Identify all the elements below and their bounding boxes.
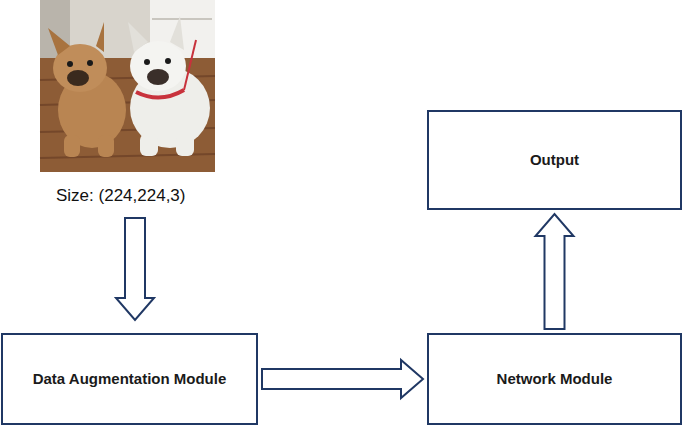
dog-ears (48, 22, 104, 55)
block-arrow (536, 214, 574, 329)
dog-paw (176, 134, 194, 156)
process-box: Output (427, 110, 682, 210)
input-photo (40, 0, 215, 172)
dog-eye (67, 61, 73, 67)
dog-paw (64, 135, 80, 157)
photo-wall (40, 0, 215, 172)
size-label: Size: (224,224,3) (56, 186, 185, 206)
dog-leash (184, 40, 196, 90)
dog-eye (144, 59, 150, 65)
dog-eye (165, 58, 171, 64)
dog-ears (128, 16, 184, 52)
photo-cabinet-line (152, 18, 212, 20)
dog-collar (136, 90, 184, 98)
tan-dog (48, 22, 126, 157)
block-arrow (262, 360, 423, 398)
box-label: Network Module (493, 366, 617, 392)
dog-paw (140, 134, 158, 156)
process-box: Network Module (427, 333, 682, 425)
box-label: Output (526, 147, 583, 173)
dog-muzzle (67, 70, 89, 86)
process-box: Data Augmentation Module (1, 333, 258, 425)
dog-eye (87, 60, 93, 66)
box-label: Data Augmentation Module (29, 366, 231, 392)
dog-muzzle (147, 69, 169, 85)
input-arrow (116, 218, 154, 320)
dog-paw (98, 135, 114, 157)
white-dog (128, 16, 210, 156)
